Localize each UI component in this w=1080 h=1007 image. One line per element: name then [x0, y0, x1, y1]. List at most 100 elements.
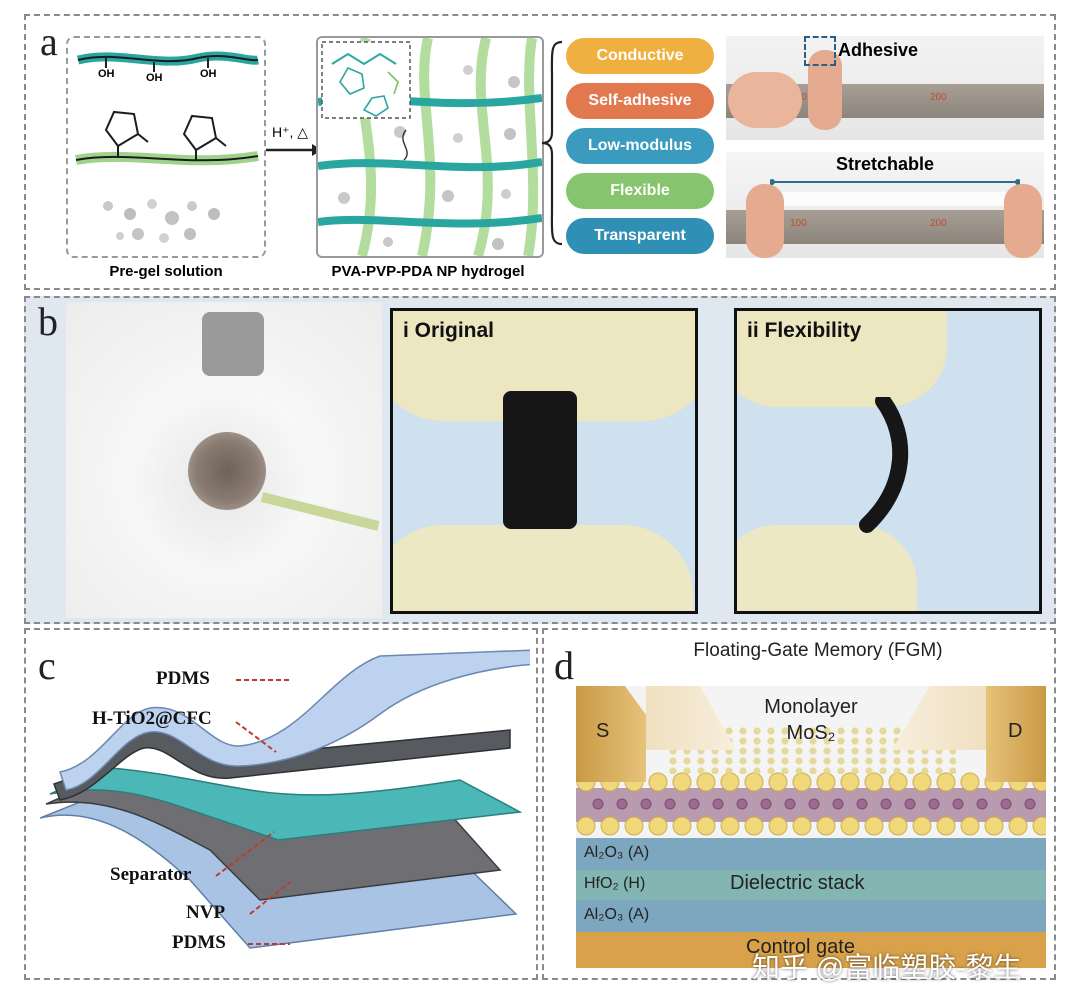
- molybdenum-atom: [808, 798, 820, 810]
- black-aerogel-sample: [503, 391, 577, 529]
- drain-label: D: [1008, 720, 1023, 742]
- panel-d: d Floating-Gate Memory (FGM) S D Monolay…: [542, 628, 1056, 980]
- battery-layers-illustration: [40, 649, 530, 949]
- property-low-modulus: Low-modulus: [566, 128, 714, 164]
- original-label: i Original: [403, 319, 495, 342]
- sulfur-atom: [768, 772, 788, 792]
- layer-label-pdms-top: PDMS: [156, 668, 210, 689]
- sulfur-atom: [864, 816, 884, 836]
- sulfur-atom: [888, 772, 908, 792]
- pregel-illustration: [75, 51, 259, 243]
- molybdenum-atom: [952, 798, 964, 810]
- glove-finger-bottom: [393, 525, 693, 611]
- glove-finger-top: [737, 311, 947, 407]
- glove-finger-bottom: [737, 525, 917, 611]
- sulfur-atom: [888, 816, 908, 836]
- oh-label: OH: [146, 72, 163, 84]
- watermark: 知乎 @富临塑胶-黎生: [752, 952, 1022, 983]
- pregel-caption: Pre-gel solution: [109, 263, 223, 280]
- molybdenum-atom: [856, 798, 868, 810]
- layer-label-nvp: NVP: [186, 902, 226, 923]
- molybdenum-atom: [760, 798, 772, 810]
- molybdenum-atom: [976, 798, 988, 810]
- reaction-arrow-label: H⁺, △: [271, 124, 309, 140]
- oh-label: OH: [200, 68, 217, 80]
- property-flexible: Flexible: [566, 173, 714, 209]
- hydrogel-caption: PVA-PVP-PDA NP hydrogel: [331, 263, 525, 280]
- sulfur-atom: [984, 816, 1004, 836]
- sulfur-atom: [792, 816, 812, 836]
- property-transparent: Transparent: [566, 218, 714, 254]
- fgm-device: S D Monolayer MoS₂ Al₂O₃ (A) HfO₂ (H) Al…: [576, 686, 1046, 968]
- panel-c-label: c: [38, 643, 56, 688]
- fgm-title: Floating-Gate Memory (FGM): [693, 640, 943, 661]
- sulfur-atom: [936, 772, 956, 792]
- al2o3-top-label: Al₂O₃ (A): [584, 844, 650, 861]
- source-label: S: [596, 720, 610, 742]
- hydrogel-network: [316, 36, 544, 258]
- property-list: Conductive Self-adhesive Low-modulus Fle…: [566, 38, 716, 258]
- stretchable-photo: Stretchable 100 200: [726, 152, 1044, 258]
- oh-label: OH: [98, 68, 115, 80]
- molybdenum-atom: [904, 798, 916, 810]
- al2o3-layer: [576, 900, 1046, 932]
- sulfur-atom: [816, 816, 836, 836]
- sulfur-atom: [960, 772, 980, 792]
- adhesive-highlight: [804, 36, 836, 66]
- stretched-hydrogel: [772, 192, 1012, 206]
- stretchable-label: Stretchable: [835, 154, 935, 174]
- layer-label-pdms-bottom: PDMS: [172, 932, 226, 953]
- molybdenum-atom: [784, 798, 796, 810]
- original-photo: i Original: [390, 308, 698, 614]
- bent-aerogel-sample: [859, 397, 909, 533]
- sulfur-atom: [840, 816, 860, 836]
- finger: [746, 184, 784, 258]
- layer-label-separator: Separator: [110, 864, 192, 885]
- sulfur-atom: [840, 772, 860, 792]
- sulfur-atom: [624, 816, 644, 836]
- sulfur-atom: [672, 772, 692, 792]
- panel-d-label: d: [554, 643, 574, 688]
- molybdenum-atom: [664, 798, 676, 810]
- sulfur-atom: [648, 816, 668, 836]
- molybdenum-atom: [640, 798, 652, 810]
- property-self-adhesive: Self-adhesive: [566, 83, 714, 119]
- panel-a: a OH OH OH Pre-gel: [24, 14, 1056, 290]
- molybdenum-atom: [688, 798, 700, 810]
- finger: [728, 72, 802, 128]
- sulfur-atom: [816, 772, 836, 792]
- finger: [808, 50, 842, 130]
- mos2-lattice: [576, 772, 1046, 836]
- dandelion-photo: [66, 302, 382, 618]
- molybdenum-atom: [880, 798, 892, 810]
- drain-electrode-top: [892, 686, 986, 750]
- sulfur-atom: [600, 816, 620, 836]
- molybdenum-atom: [712, 798, 724, 810]
- molybdenum-atom: [616, 798, 628, 810]
- source-electrode-top: [646, 686, 736, 750]
- molybdenum-atom: [832, 798, 844, 810]
- hfo2-layer: [576, 870, 1046, 900]
- drain-electrode: [986, 686, 1046, 782]
- sulfur-atom: [576, 816, 596, 836]
- sulfur-atom: [912, 816, 932, 836]
- sulfur-atom: [648, 772, 668, 792]
- sulfur-atom: [960, 816, 980, 836]
- hfo2-label: HfO₂ (H): [584, 875, 646, 892]
- molybdenum-atom: [592, 798, 604, 810]
- ruler-number: 100: [790, 218, 807, 229]
- sulfur-atom: [768, 816, 788, 836]
- sulfur-atom: [720, 772, 740, 792]
- finger: [1004, 184, 1042, 258]
- dandelion-center: [188, 432, 266, 510]
- molybdenum-atom: [928, 798, 940, 810]
- sulfur-atom: [864, 772, 884, 792]
- panel-b-label: b: [38, 299, 58, 344]
- source-electrode: [576, 686, 646, 782]
- reaction-arrow: [266, 144, 322, 156]
- al2o3-layer: [576, 838, 1046, 870]
- ruler-number: 200: [930, 92, 947, 103]
- sulfur-atom: [696, 772, 716, 792]
- sulfur-atom: [696, 816, 716, 836]
- sulfur-atom: [912, 772, 932, 792]
